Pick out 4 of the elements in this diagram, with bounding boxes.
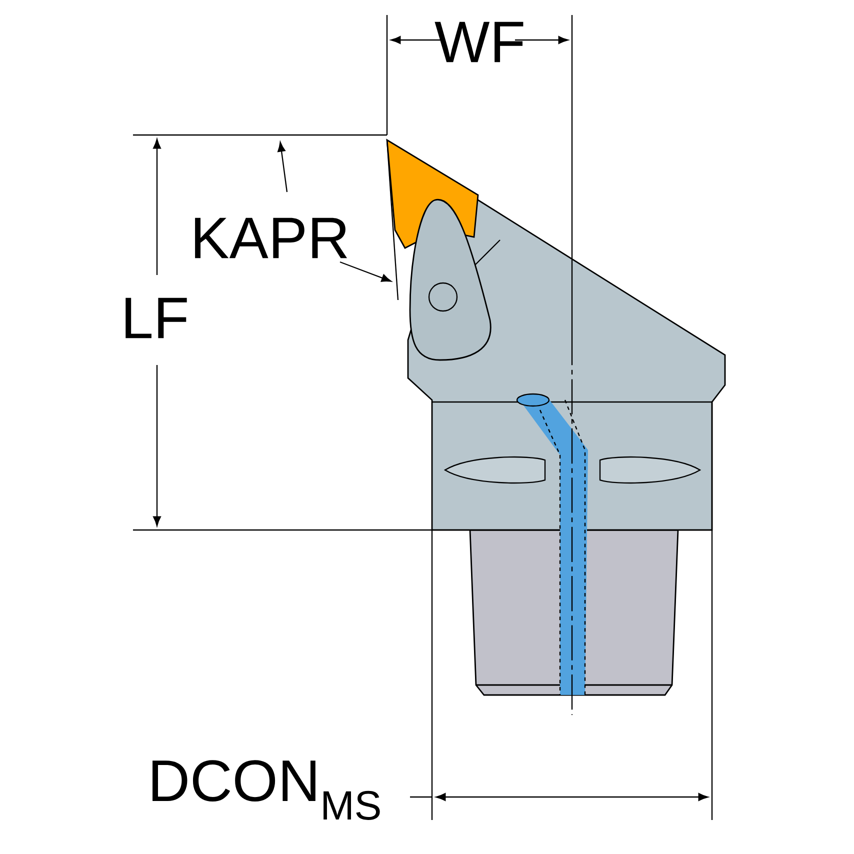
dimension-label: WF (434, 22, 524, 62)
dimension-label: KAPR (195, 218, 348, 258)
dimension-label: DCON$_{MS}$ (152, 760, 380, 820)
dimension-label: LF (126, 298, 187, 338)
